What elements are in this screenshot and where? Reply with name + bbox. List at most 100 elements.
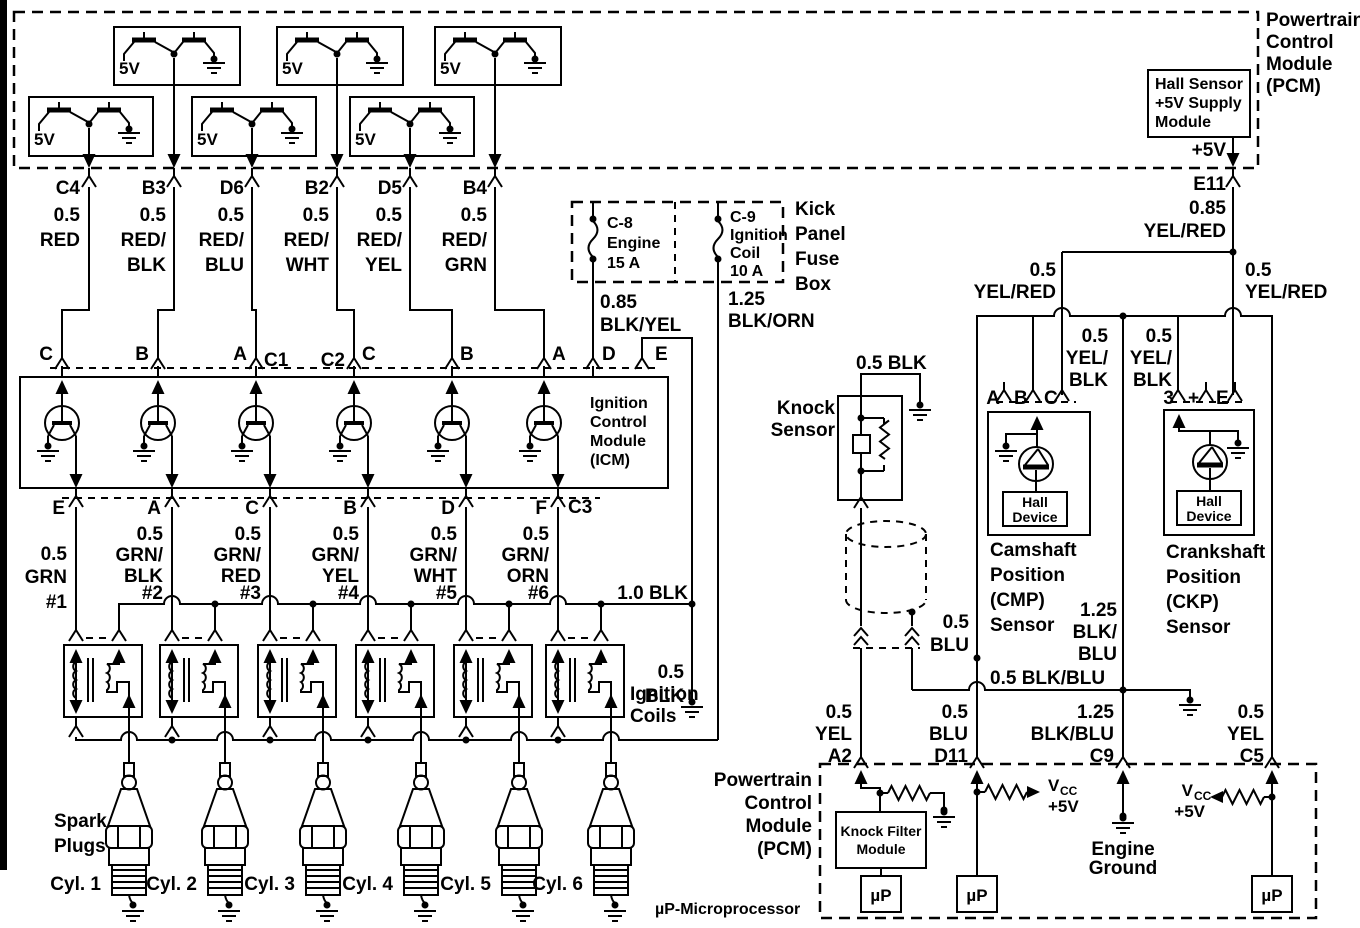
icm-out-pin-f: F: [535, 498, 547, 519]
sensor-supply-wires: 0.5 YEL/RED 0.5 YEL/RED: [974, 187, 1327, 395]
pcm-top-title-3: Module: [1266, 54, 1333, 75]
coil6-num: #6: [528, 583, 549, 604]
vcc-sub-1: CC: [1060, 784, 1078, 798]
coil-trigger-wires: 0.5 GRN #1 0.5 GRN/ BLK #2 0.5 GRN/ RED …: [25, 507, 559, 626]
driver-5v-label-3: 5V: [440, 59, 461, 78]
pin-c4: C4: [56, 178, 81, 199]
spark-plugs-label-1: Spark: [54, 811, 107, 832]
ckp-hall-2: Device: [1186, 508, 1231, 524]
hall-supply-line-3: Module: [1155, 114, 1211, 131]
shielded-cable: [845, 520, 927, 757]
fuse-box-title-2: Panel: [795, 224, 846, 245]
fuse-box-title-4: Box: [795, 274, 831, 295]
yelblk-left-c2: BLK: [1069, 370, 1108, 391]
c5-circuit: V CC +5V µP: [1174, 770, 1293, 913]
driver-5v-label-5: 5V: [197, 130, 218, 149]
wire-d5-gauge: 0.5: [376, 205, 403, 226]
microprocessor-3: µP: [1261, 886, 1282, 905]
ckp-border: [1163, 409, 1255, 536]
cmp-hall-1: Hall: [1022, 494, 1048, 510]
coil-wire-labels: 0.5 GRN #1 0.5 GRN/ BLK #2 0.5 GRN/ RED …: [25, 524, 550, 613]
cmp-pin-c: C: [1044, 388, 1058, 409]
icm-module: C B A C1 C2 C B A D E Ignition Control M…: [19, 337, 693, 604]
driver-5v-label-2: 5V: [282, 59, 303, 78]
coil3-color1: GRN/: [214, 545, 262, 566]
cylinder-1-label: Cyl. 1: [50, 874, 101, 895]
wire-c4-color: RED: [40, 230, 80, 251]
spark-plugs: Spark Plugs Cyl. 1 Cyl. 2 Cyl. 3 Cyl. 4 …: [50, 762, 800, 922]
spark-plugs-label-2: Plugs: [54, 836, 106, 857]
ckp-name-2: Position: [1166, 567, 1241, 588]
coil5-num: #5: [436, 583, 458, 604]
blkblu-c1: BLK/: [1073, 622, 1118, 643]
pcm-bottom-title-3: Module: [746, 816, 813, 837]
ground-drop-gauge: 0.5: [658, 662, 685, 683]
cmp-name-3: (CMP): [990, 590, 1045, 611]
ground-drop-color: BLK: [645, 686, 684, 707]
scan-edge: [0, 0, 7, 870]
ckp-name-4: Sensor: [1166, 617, 1231, 638]
coil3-gauge: 0.5: [235, 524, 262, 545]
coil2-color2: BLK: [124, 566, 163, 587]
pcm-top-module: Powertrain Control Module (PCM) 5V 5V 5V…: [12, 10, 1360, 170]
wire-e11-color: YEL/RED: [1144, 221, 1226, 242]
ignition-coils: Ignition Coils: [64, 621, 699, 727]
fuse2-wire-gauge: 1.25: [728, 289, 765, 310]
kick-panel-fuse-box: C-8 Engine 15 A C-9 Ignition Coil 10 A K…: [570, 199, 846, 740]
engine-ground-circuit: Engine Ground: [1089, 770, 1157, 879]
yelblk-left-gauge: 0.5: [1082, 326, 1109, 347]
icm-out-pin-e: E: [52, 498, 65, 519]
wire-d6-color1: RED/: [199, 230, 245, 251]
coil5-gauge: 0.5: [431, 524, 458, 545]
plus5-label-1: +5V: [1048, 797, 1079, 816]
a2-gauge: 0.5: [826, 702, 853, 723]
knock-name-2: Sensor: [771, 420, 836, 441]
coil2-num: #2: [142, 583, 163, 604]
wire-d6-color2: BLU: [205, 255, 244, 276]
coil5-color1: GRN/: [410, 545, 458, 566]
icm-pin-a: A: [233, 344, 247, 365]
coil3-color2: RED: [221, 566, 261, 587]
cmp-name-4: Sensor: [990, 615, 1055, 636]
knock-ground-wire-label: 0.5 BLK: [856, 353, 927, 374]
wire-b2-gauge: 0.5: [303, 205, 330, 226]
driver-5v-label-6: 5V: [355, 130, 376, 149]
cmp-name-2: Position: [990, 565, 1065, 586]
microprocessor-2: µP: [966, 886, 987, 905]
engine-ground-1: Engine: [1091, 839, 1154, 860]
icm-pin-c2c: C: [362, 344, 376, 365]
cylinder-3-label: Cyl. 3: [244, 874, 295, 895]
pin-d5: D5: [378, 178, 403, 199]
cmp-sensor: A B C Hall Device Camshaft Position (CMP…: [986, 381, 1091, 636]
wire-b3-gauge: 0.5: [140, 205, 167, 226]
coil1-color: GRN: [25, 567, 67, 588]
pcm-top-title-2: Control: [1266, 32, 1334, 53]
coils-label-1: Ignition: [630, 684, 699, 705]
pcm-top-title-1: Powertrain: [1266, 10, 1360, 31]
ckp-hall-1: Hall: [1196, 493, 1222, 509]
fuse-box-title-3: Fuse: [795, 249, 839, 270]
shield-drain-bus: 0.5 BLK/BLU: [912, 668, 1202, 716]
yelblk-right-c2: BLK: [1133, 370, 1172, 391]
pcm-bottom-title-2: Control: [744, 793, 812, 814]
cylinder-4-label: Cyl. 4: [342, 874, 393, 895]
wire-d6-gauge: 0.5: [218, 205, 245, 226]
blkblu-gauge: 1.25: [1080, 600, 1117, 621]
coil3-num: #3: [240, 583, 261, 604]
pcm-bottom-module: Powertrain Control Module (PCM) 0.5 YEL …: [714, 702, 1318, 920]
icm-pin-a2: A: [552, 344, 566, 365]
d11-circuit: V CC +5V µP: [956, 770, 1079, 913]
supply-left-gauge: 0.5: [1030, 260, 1057, 281]
cylinder-6-label: Cyl. 6: [532, 874, 583, 895]
supply-right-color: YEL/RED: [1245, 282, 1327, 303]
c5-gauge: 0.5: [1238, 702, 1265, 723]
kfm-label-2: Module: [857, 841, 906, 857]
ckp-sensor: 3 + E Hall Device Crankshaft Position (C…: [1163, 381, 1266, 638]
cmp-pin-a: A: [986, 388, 1000, 409]
hall-supply-line-1: Hall Sensor: [1155, 76, 1243, 93]
icm-output-connectors: E A C B D F C3: [52, 487, 600, 519]
vcc-sub-2: CC: [1194, 789, 1212, 803]
a2-circuit: Knock Filter Module µP: [835, 770, 956, 913]
vcc-label-2: V: [1182, 781, 1194, 800]
yelblk-left-c1: YEL/: [1066, 348, 1109, 369]
